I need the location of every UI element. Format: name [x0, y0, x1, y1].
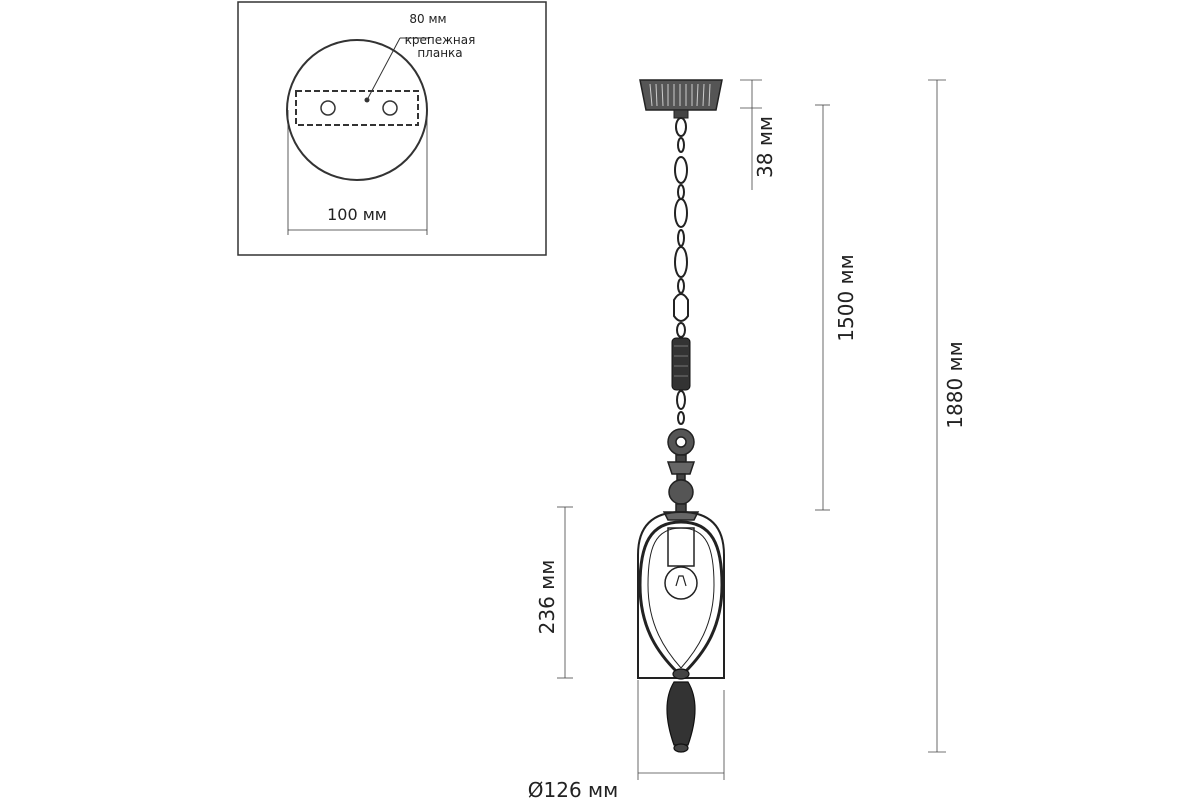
chain [673, 117, 689, 338]
light-bulb-icon [664, 566, 698, 600]
canopy-top-view [286, 39, 428, 181]
leader-line [366, 37, 401, 101]
frame-arm-inner-right [680, 527, 715, 669]
bar-width-label: 80 мм [409, 12, 446, 26]
ceiling-canopy [639, 79, 723, 119]
cord-sleeve [671, 337, 691, 391]
bar-caption-line2: планка [417, 46, 462, 60]
shade-height-label: 236 мм [535, 560, 559, 635]
canopy-diameter-label: 100 мм [327, 205, 387, 224]
total-height-label: 1880 мм [943, 341, 967, 428]
shade-diameter-label: Ø126 мм [528, 778, 618, 800]
inset-frame [237, 1, 547, 256]
lower-chain [676, 390, 686, 425]
canopy-height-label: 38 мм [753, 116, 777, 178]
frame-arm-right [680, 520, 724, 674]
frame-arm-inner-left [647, 527, 682, 669]
bar-caption-line1: крепежная [405, 33, 476, 47]
mounting-hole-left [320, 100, 336, 116]
mounting-hole-right [382, 100, 398, 116]
decorative-stem [662, 428, 700, 521]
glass-shade [637, 510, 725, 679]
chain-length-label: 1500 мм [834, 254, 858, 341]
frame-arm-left [638, 520, 682, 674]
finial [666, 668, 696, 753]
mounting-bar [295, 90, 419, 126]
lamp-socket [667, 527, 695, 567]
